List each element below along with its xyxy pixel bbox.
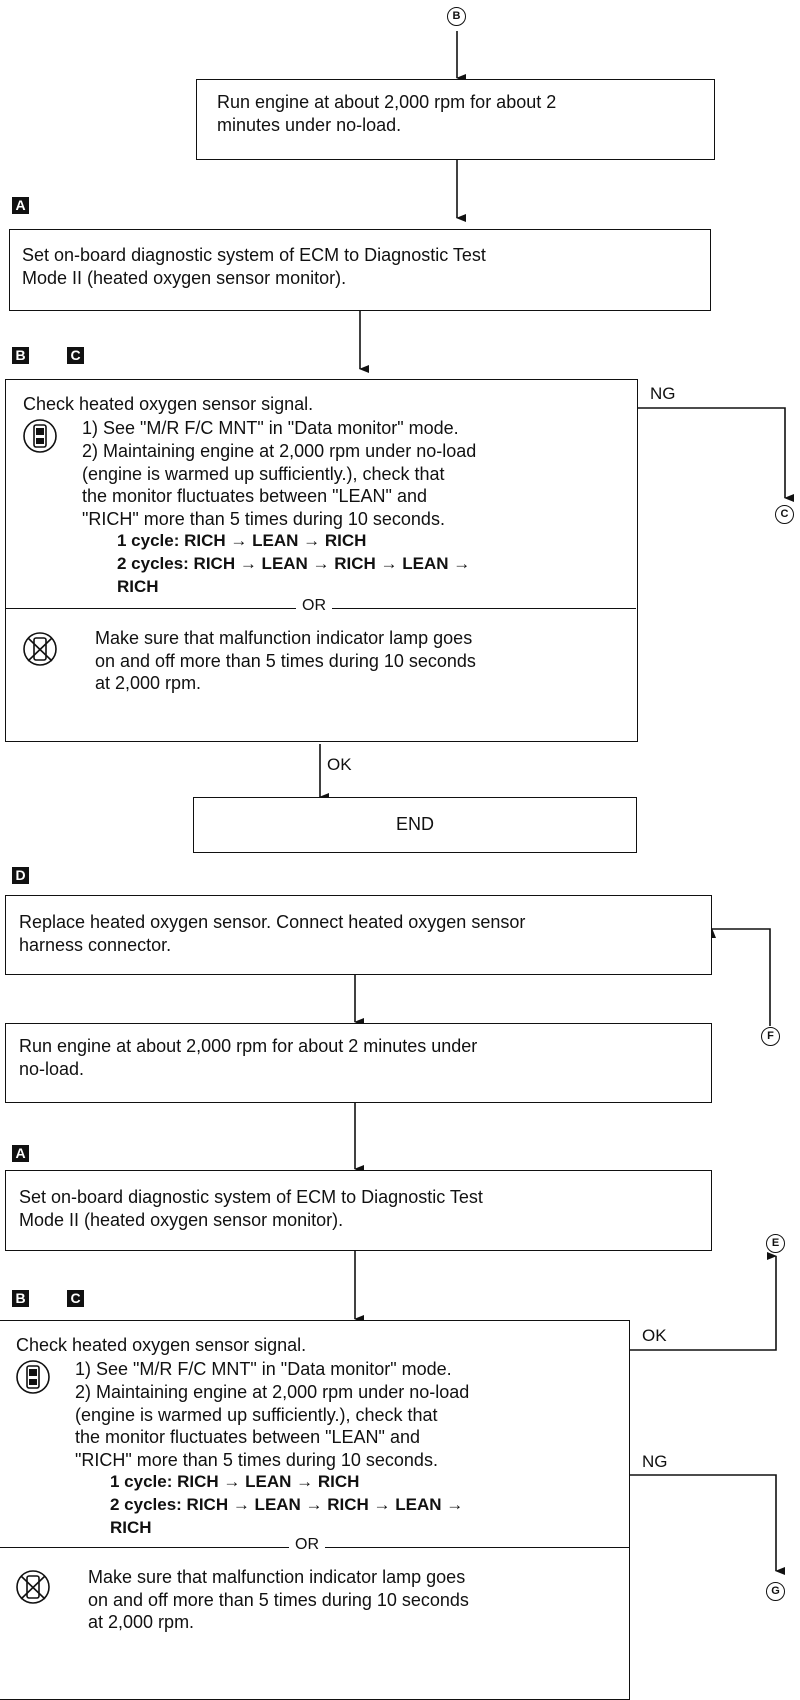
consult-tool-icon	[23, 419, 57, 453]
arrow-ng-to-c	[637, 407, 794, 502]
connector-f: F	[761, 1027, 780, 1046]
check-title: Check heated oxygen sensor signal.	[23, 394, 314, 414]
replace-sensor-box: Replace heated oxygen sensor. Connect he…	[5, 895, 712, 975]
cycle-1-2: 1 cycle: RICH → LEAN → RICH	[110, 1472, 360, 1491]
set-mode-box-2: Set on-board diagnostic system of ECM to…	[5, 1170, 712, 1251]
check-sensor-box: Check heated oxygen sensor signal. 1) Se…	[5, 379, 638, 742]
end-box: END	[193, 797, 637, 853]
ok-label-2: OK	[642, 1326, 667, 1345]
no-tool-icon	[23, 632, 57, 666]
tag-a: A	[12, 197, 29, 214]
ng-label-2: NG	[642, 1452, 668, 1471]
consult-tool-icon-2	[16, 1360, 50, 1394]
connector-e: E	[766, 1234, 785, 1253]
run-engine-text-2: Run engine at about 2,000 rpm for about …	[19, 1036, 478, 1079]
tag-b: B	[12, 347, 29, 364]
connector-g: G	[766, 1582, 785, 1601]
arrow-f-to-replace	[708, 928, 771, 1026]
no-tool-icon-2	[16, 1570, 50, 1604]
tag-a-2: A	[12, 1145, 29, 1162]
tag-c: C	[67, 347, 84, 364]
connector-b-top: B	[447, 7, 466, 26]
tag-c-2: C	[67, 1290, 84, 1307]
arrow-ng-to-g	[629, 1474, 785, 1575]
run-engine-box-2: Run engine at about 2,000 rpm for about …	[5, 1023, 712, 1103]
cycle-1: 1 cycle: RICH → LEAN → RICH	[117, 531, 367, 550]
connector-c: C	[775, 505, 794, 524]
end-text: END	[395, 814, 434, 834]
run-engine-box: Run engine at about 2,000 rpm for about …	[196, 79, 715, 160]
cycle-2: 2 cycles: RICH → LEAN → RICH → LEAN → RI…	[117, 554, 471, 596]
tag-d: D	[12, 867, 29, 884]
mil-text-2: Make sure that malfunction indicator lam…	[88, 1567, 469, 1632]
or-label: OR	[296, 597, 332, 615]
ok-label: OK	[327, 755, 352, 774]
check-title-2: Check heated oxygen sensor signal.	[16, 1335, 307, 1355]
check-step2-2: 2) Maintaining engine at 2,000 rpm under…	[75, 1382, 470, 1470]
set-mode-text-2: Set on-board diagnostic system of ECM to…	[19, 1187, 483, 1230]
replace-text: Replace heated oxygen sensor. Connect he…	[19, 912, 526, 955]
set-mode-text: Set on-board diagnostic system of ECM to…	[22, 245, 486, 288]
run-engine-text: Run engine at about 2,000 rpm for about …	[217, 92, 557, 135]
cycle-2-2: 2 cycles: RICH → LEAN → RICH → LEAN → RI…	[110, 1495, 464, 1537]
check-sensor-box-2: Check heated oxygen sensor signal. 1) Se…	[0, 1320, 630, 1700]
ng-label: NG	[650, 384, 676, 403]
tag-b-2: B	[12, 1290, 29, 1307]
or-label-2: OR	[289, 1536, 325, 1554]
set-mode-box: Set on-board diagnostic system of ECM to…	[9, 229, 711, 311]
arrow-ok-to-e	[629, 1252, 777, 1351]
mil-text: Make sure that malfunction indicator lam…	[95, 628, 476, 693]
check-step2: 2) Maintaining engine at 2,000 rpm under…	[82, 441, 477, 529]
check-step1-2: 1) See "M/R F/C MNT" in "Data monitor" m…	[75, 1359, 452, 1379]
check-step1: 1) See "M/R F/C MNT" in "Data monitor" m…	[82, 418, 459, 438]
